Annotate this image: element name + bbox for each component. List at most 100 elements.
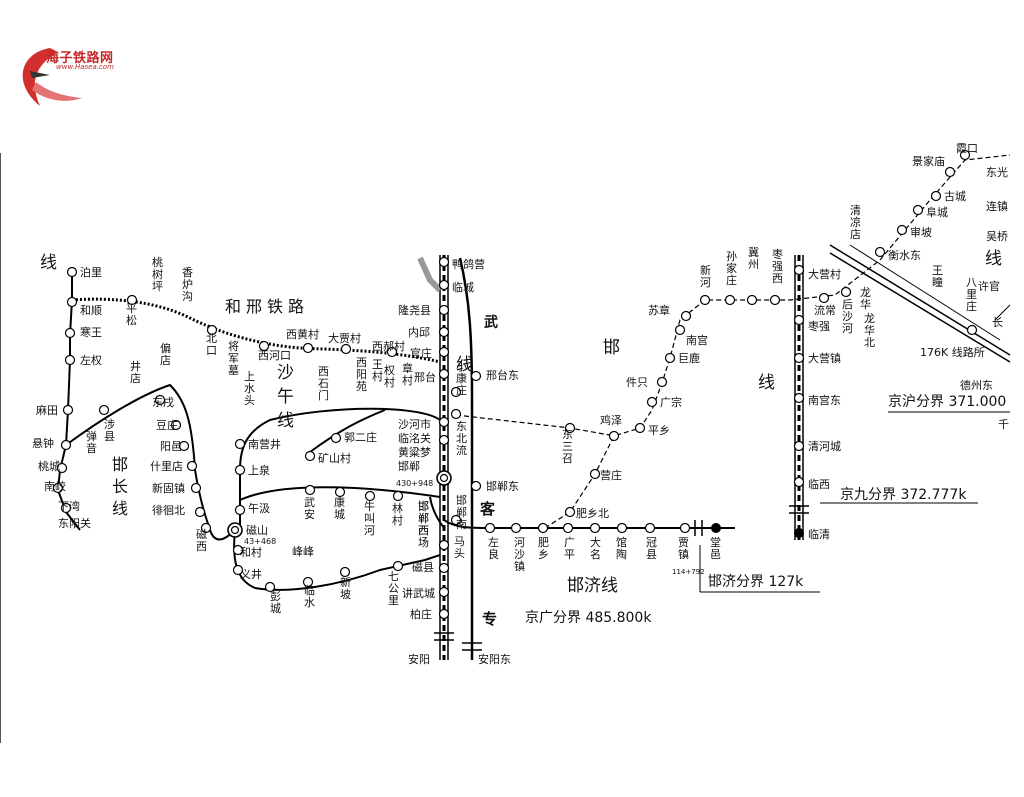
- line-label-wuke-zhuan: 专: [482, 610, 497, 628]
- station-label: 平乡: [648, 424, 670, 437]
- station-label: 柏庄: [410, 607, 432, 621]
- station-marker: [930, 190, 942, 202]
- station-label: 章村: [402, 361, 413, 387]
- station-label: 上水头: [244, 370, 255, 407]
- station-label: 午汲: [248, 502, 270, 515]
- station-marker: [154, 394, 166, 406]
- station-marker: [66, 296, 78, 308]
- station-label: 峰峰: [292, 545, 314, 558]
- station-label: 大贾村: [328, 331, 361, 345]
- station-label: 涉县: [104, 417, 115, 443]
- station-label: 德州东: [960, 378, 993, 392]
- station-marker: [438, 539, 450, 551]
- station-label: 苏章: [648, 303, 670, 317]
- station-label: 什里店: [150, 459, 183, 473]
- line-label-xian-hc: 线: [112, 499, 128, 518]
- station-label: 官庄: [410, 346, 432, 360]
- station-marker: [674, 324, 686, 336]
- line-label-handalong: 邯: [603, 338, 620, 358]
- station-label: 南宫东: [808, 393, 841, 407]
- station-marker: [793, 352, 805, 364]
- station-marker: [66, 266, 78, 278]
- station-label: 平松: [126, 302, 137, 327]
- station-label: 邯郸: [398, 459, 420, 473]
- station-label: 王瞳: [932, 264, 943, 289]
- boundary-176k: 176K 线路所: [920, 345, 985, 359]
- station-label: 香炉沟: [182, 266, 193, 303]
- station-marker: [656, 376, 668, 388]
- station-label: 东光: [986, 165, 1008, 179]
- station-marker: [616, 522, 628, 534]
- station-label: 桃城: [38, 459, 60, 473]
- station-marker: [330, 432, 342, 444]
- station-label: 景家庙: [912, 154, 945, 168]
- station-label: 堂邑: [710, 536, 721, 561]
- station-marker: [564, 506, 576, 518]
- line-label-xian-far-right: 线: [985, 249, 1002, 269]
- station-label: 西阳苑: [356, 356, 367, 393]
- station-marker: [966, 324, 978, 336]
- station-label: 邢台东: [486, 368, 519, 382]
- station-label: 王村: [372, 358, 383, 383]
- station-marker: [450, 408, 462, 420]
- station-marker: [874, 246, 886, 258]
- station-label: 西郝村: [372, 339, 405, 353]
- major-station-ring: [230, 525, 240, 535]
- station-marker: [126, 294, 138, 306]
- station-marker: [450, 386, 462, 398]
- station-marker: [608, 430, 620, 442]
- station-label: 弹音: [86, 429, 97, 455]
- station-marker: [646, 396, 658, 408]
- station-label: 西河口: [258, 349, 291, 362]
- station-marker: [793, 314, 805, 326]
- station-label: 麻田: [36, 403, 58, 417]
- station-label: 件只: [626, 376, 648, 389]
- station-label: 左良: [488, 536, 499, 561]
- station-label: 审坡: [910, 225, 932, 239]
- station-label: 流常: [814, 303, 836, 317]
- station-marker: [912, 204, 924, 216]
- station-label: 河沙镇: [514, 536, 525, 573]
- line-label-hanji: 邯济线: [567, 576, 618, 596]
- station-marker: [438, 416, 450, 428]
- mileage-jiazhen: 114+792: [672, 568, 705, 576]
- site-logo[interactable]: 海子铁路网 www.Hasea.com: [10, 38, 140, 118]
- mileage-cishan: 43+468: [244, 537, 276, 546]
- station-label: 龙华: [860, 286, 871, 311]
- station-marker: [589, 468, 601, 480]
- station-marker: [62, 404, 74, 416]
- station-label: 临洺关: [398, 431, 431, 445]
- station-label: 邯郸西: [418, 499, 429, 537]
- station-label: 西黄村: [286, 327, 319, 341]
- station-marker: [793, 264, 805, 276]
- station-marker: [234, 438, 246, 450]
- station-label: 吴桥: [986, 230, 1008, 243]
- station-marker: [392, 490, 404, 502]
- line-label-wuke-ke: 客: [479, 500, 496, 518]
- station-marker: [724, 294, 736, 306]
- station-label: 东北流: [456, 420, 467, 457]
- station-label: 千: [998, 418, 1009, 431]
- station-marker: [52, 482, 64, 494]
- station-label: 义井: [240, 567, 262, 581]
- station-label: 新固镇: [152, 481, 185, 495]
- station-label: 和顺: [80, 304, 102, 317]
- station-label: 长: [992, 316, 1003, 329]
- station-marker: [746, 294, 758, 306]
- station-label: 黄粱梦: [398, 445, 431, 459]
- station-marker: [450, 514, 462, 526]
- station-marker: [340, 343, 352, 355]
- station-marker: [64, 354, 76, 366]
- station-label: 连镇: [986, 199, 1008, 213]
- station-label: 清河城: [808, 440, 841, 453]
- station-label: 郭二庄: [344, 430, 377, 444]
- station-label: 临城: [452, 280, 474, 294]
- station-label: 衡水东: [888, 249, 921, 262]
- station-label: 霞口: [956, 142, 978, 155]
- station-label: 枣强西: [772, 248, 783, 285]
- station-marker: [769, 294, 781, 306]
- station-label: 磁山: [246, 524, 268, 537]
- station-marker: [562, 522, 574, 534]
- station-label: 肥乡北: [576, 507, 609, 520]
